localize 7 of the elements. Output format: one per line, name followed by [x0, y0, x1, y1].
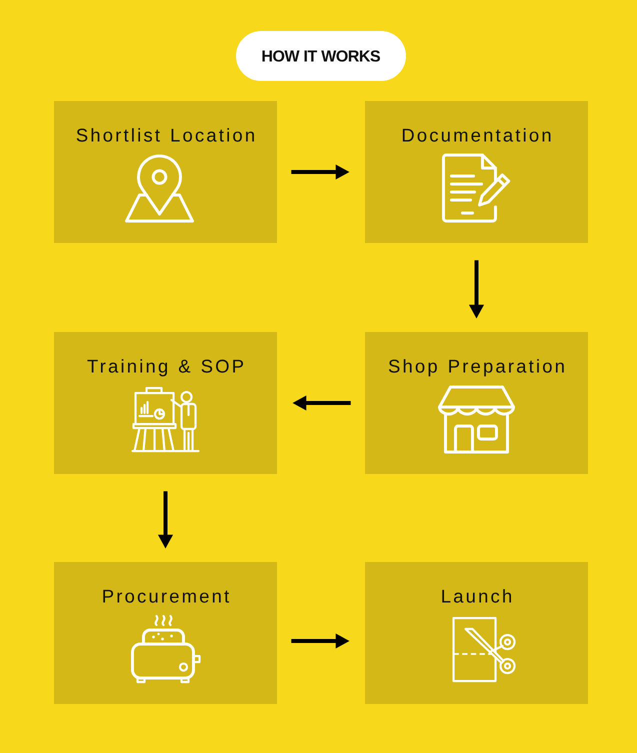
- step-box: Training & SOP: [54, 332, 277, 474]
- step-box: Shop Preparation: [365, 332, 588, 474]
- step-box: Launch: [365, 562, 588, 704]
- step-box: Procurement: [54, 562, 277, 704]
- title-pill: HOW IT WORKS: [236, 31, 406, 81]
- step-box: Documentation: [365, 101, 588, 243]
- step-box: Shortlist Location: [54, 101, 277, 243]
